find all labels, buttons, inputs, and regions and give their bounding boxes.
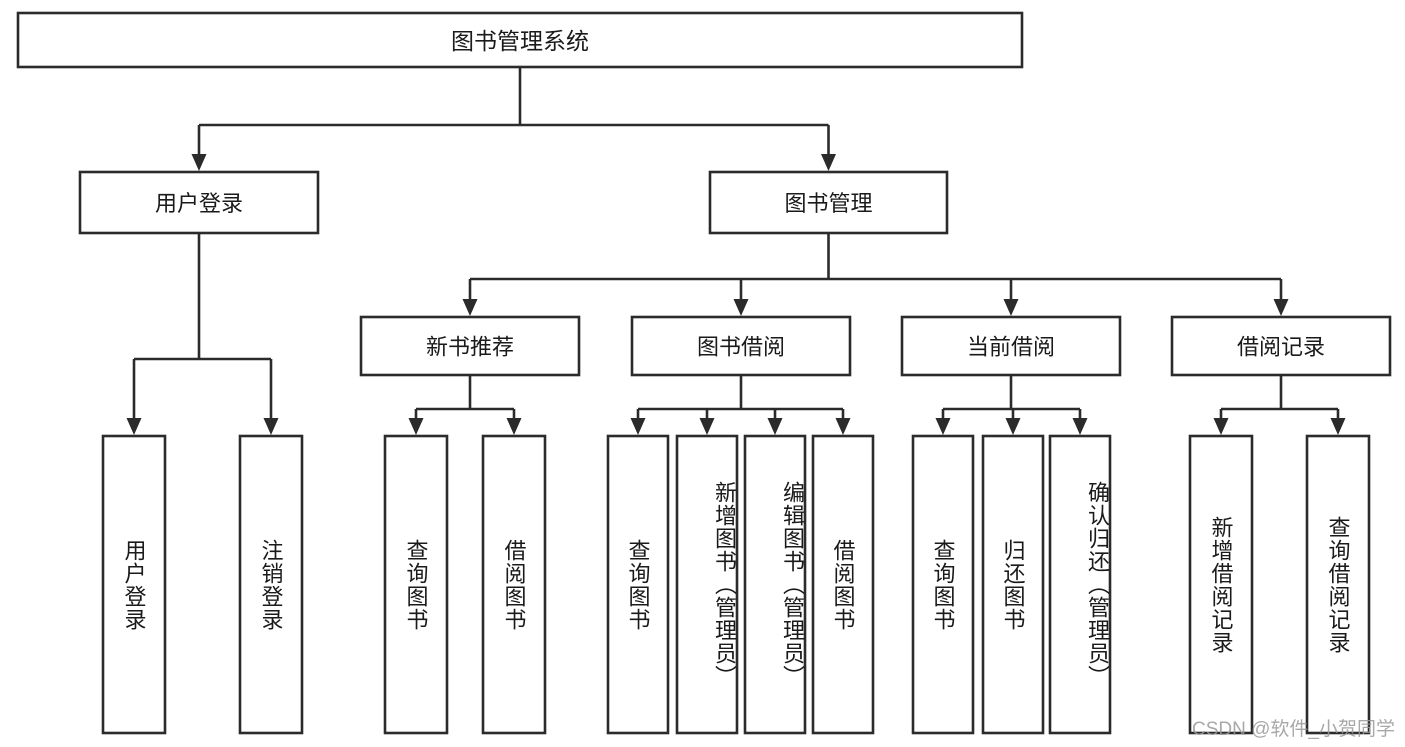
node-box: [16, 11, 1024, 69]
node-l-logout[interactable]: [238, 434, 304, 735]
node-label: 用户登录: [155, 191, 243, 216]
node-root[interactable]: 图书管理系统: [16, 11, 1024, 69]
node-l-query-record[interactable]: [1305, 434, 1371, 735]
node-label: 图书管理: [784, 191, 872, 216]
node-l-borrow-book-1[interactable]: [481, 434, 547, 735]
node-box: [78, 170, 320, 235]
node-l-add-book[interactable]: [675, 434, 739, 735]
edge-layer: [126, 67, 1346, 435]
node-n-book-mgmt[interactable]: 图书管理: [708, 170, 949, 235]
node-box: [606, 434, 670, 735]
node-box: [981, 434, 1045, 735]
node-n-user-login[interactable]: 用户登录: [78, 170, 320, 235]
node-l-edit-book[interactable]: [743, 434, 807, 735]
node-l-user-login[interactable]: [101, 434, 167, 735]
node-box: [708, 170, 949, 235]
node-n-new-rec[interactable]: 新书推荐: [359, 315, 581, 377]
node-l-return-book[interactable]: [981, 434, 1045, 735]
node-box: [1305, 434, 1371, 735]
node-l-confirm-return[interactable]: [1048, 434, 1112, 735]
node-l-borrow-book-2[interactable]: [811, 434, 875, 735]
node-box: [675, 434, 739, 735]
node-label: 借阅记录: [1237, 335, 1325, 360]
node-box: [900, 315, 1122, 377]
node-label: 图书管理系统: [451, 28, 589, 54]
node-label: 新书推荐: [426, 335, 514, 360]
node-box: [481, 434, 547, 735]
watermark-text: CSDN @软件_小贺同学: [1192, 719, 1395, 740]
node-n-records[interactable]: 借阅记录: [1170, 315, 1392, 377]
node-label: 当前借阅: [967, 335, 1055, 360]
node-box: [811, 434, 875, 735]
node-box: [1048, 434, 1112, 735]
node-n-borrow[interactable]: 图书借阅: [630, 315, 852, 377]
node-box: [911, 434, 975, 735]
node-l-query-book-1[interactable]: [383, 434, 449, 735]
node-box: [1188, 434, 1254, 735]
node-box: [101, 434, 167, 735]
node-l-query-book-3[interactable]: [911, 434, 975, 735]
node-box: [743, 434, 807, 735]
node-label: 图书借阅: [697, 335, 785, 360]
node-box: [1170, 315, 1392, 377]
node-box: [630, 315, 852, 377]
node-n-current[interactable]: 当前借阅: [900, 315, 1122, 377]
node-l-query-book-2[interactable]: [606, 434, 670, 735]
node-box: [383, 434, 449, 735]
node-box: [238, 434, 304, 735]
node-l-add-record[interactable]: [1188, 434, 1254, 735]
node-box: [359, 315, 581, 377]
